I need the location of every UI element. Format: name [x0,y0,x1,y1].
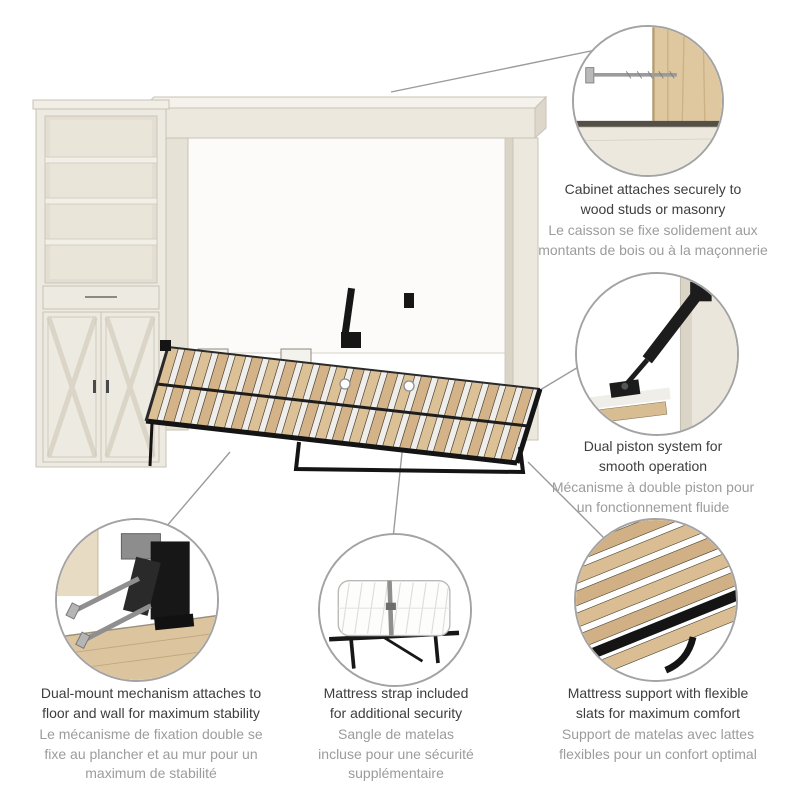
storage-bookcase [32,99,170,468]
caption-en-line: Mattress strap included [323,685,469,701]
caption-mattress-strap: Mattress strap included for additional s… [300,684,492,784]
caption-fr-line: Sangle de matelas [338,726,454,743]
piston-icon [341,287,414,348]
caption-fr-line: Mécanisme à double piston pour [551,479,755,496]
lag-screw-icon [585,67,677,84]
caption-en-line: Mattress support with flexible [567,685,749,701]
callout-circle-mattress-strap [318,533,472,687]
callout-circle-dual-piston [575,272,739,436]
caption-en-line: wood studs or masonry [580,200,726,217]
callout-circle-dual-mount [55,518,219,682]
strap-buckle [385,602,396,610]
point-marker [339,378,351,390]
caption-fr-line: fixe au plancher et au mur pour un [44,745,258,762]
bed-legs [148,422,526,475]
caption-en-line: smooth operation [598,457,708,474]
caption-fr-line: incluse pour une sécurité [318,745,474,762]
dual-piston-detail-image [577,274,737,434]
mount-screws-icon [65,576,152,649]
caption-fr-line: maximum de stabilité [85,765,217,782]
caption-cabinet-attachment: Cabinet attaches securely to wood studs … [528,180,778,260]
caption-en-line: for additional security [329,704,463,721]
flexible-slats-detail-image [576,520,736,680]
caption-fr-line: montants de bois ou à la maçonnerie [538,241,768,258]
point-marker [403,380,415,392]
shelf [44,156,158,164]
caption-fr-line: un fonctionnement fluide [576,498,730,515]
barn-door-x-trim [46,317,156,457]
wood-floor [57,615,217,680]
caption-fr-line: Support de matelas avec lattes [561,726,755,743]
dual-mount-detail-image [57,520,217,680]
caption-en-line: floor and wall for maximum stability [42,704,260,721]
strapped-mattress-icon [337,580,451,637]
door-handle [93,380,96,393]
callout-circle-mattress-support [574,518,738,682]
bed-deck [144,340,543,466]
caption-dual-mount: Dual-mount mechanism attaches to floor a… [6,684,296,784]
caption-en-line: Cabinet attaches securely to [564,181,742,197]
shelf [44,197,158,205]
caption-fr-line: supplémentaire [348,765,444,782]
caption-en-line: Dual-mount mechanism attaches to [40,685,262,701]
caption-en-line: slats for maximum comfort [575,704,741,721]
caption-dual-piston: Dual piston system for smooth operation … [528,437,778,517]
caption-fr-line: Le caisson se fixe solidement aux [548,222,758,239]
cabinet-attachment-detail-image [574,27,722,175]
caption-en-line: Dual piston system for [583,438,723,454]
frame-leg-icon [664,636,697,674]
caption-fr-line: Le mécanisme de fixation double se [39,726,263,743]
shelf [44,238,158,246]
hinge-bracket [160,340,171,351]
callout-circle-cabinet-attachment [572,25,724,177]
mattress-strap-detail-image [320,535,470,685]
caption-fr-line: flexibles pour un confort optimal [559,745,757,762]
door-handle [106,380,109,393]
caption-mattress-support: Mattress support with flexible slats for… [528,684,788,764]
floor-mount-mechanism-icon [120,533,195,631]
